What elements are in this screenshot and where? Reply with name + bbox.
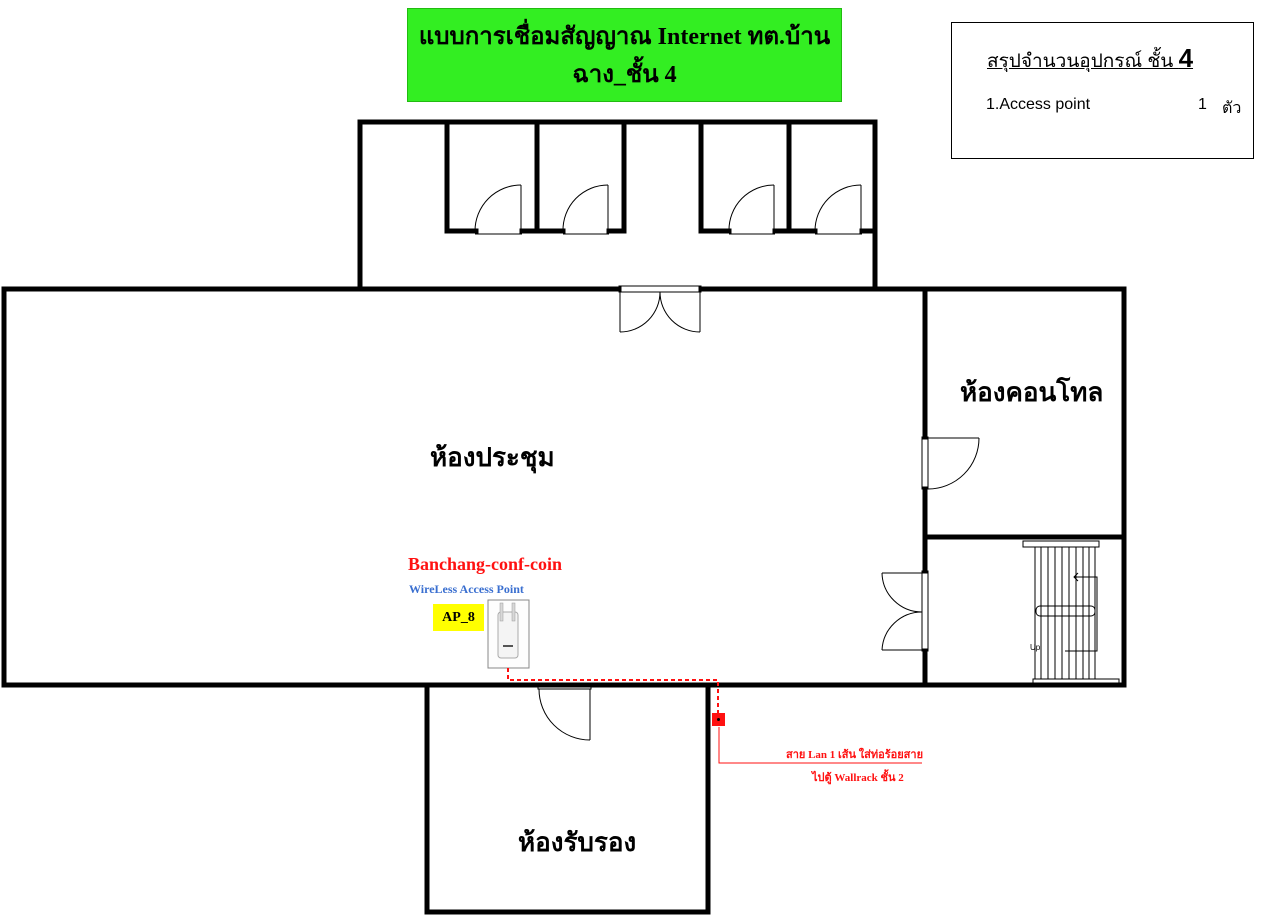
lan-cable-route xyxy=(507,668,719,713)
device-summary-box: สรุปจำนวนอุปกรณ์ ชั้น 4 1.Access point 1… xyxy=(951,22,1254,159)
summary-title-floor: 4 xyxy=(1178,43,1194,73)
room-label-control: ห้องคอนโทล xyxy=(960,378,1104,407)
summary-item-unit: ตัว xyxy=(1222,100,1242,117)
access-point-tag: AP_8 xyxy=(433,604,484,631)
room-label-meeting: ห้องประชุม xyxy=(430,443,555,472)
summary-title-prefix: สรุปจำนวนอุปกรณ์ ชั้น xyxy=(987,51,1179,72)
cable-note-line2: ไปตู้ Wallrack ชั้น 2 xyxy=(812,772,904,784)
room-label-reception: ห้องรับรอง xyxy=(518,828,637,857)
plan-title: แบบการเชื่อมสัญญาณ Internet ทต.บ้าน ฉาง_… xyxy=(407,8,842,102)
access-point-name: Banchang-conf-coin xyxy=(408,554,563,574)
access-point-type: WireLess Access Point xyxy=(409,582,524,596)
stair-up-label: Up xyxy=(1030,643,1041,652)
summary-item-qty: 1 xyxy=(1198,96,1207,113)
summary-item-label: 1.Access point xyxy=(986,96,1091,113)
cable-note-line1: สาย Lan 1 เส้น ใส่ท่อร้อยสาย xyxy=(786,749,924,761)
plan-title-line2: ฉาง_ชั้น 4 xyxy=(572,62,677,88)
plan-title-line1: แบบการเชื่อมสัญญาณ Internet ทต.บ้าน xyxy=(418,24,831,50)
summary-title: สรุปจำนวนอุปกรณ์ ชั้น 4 xyxy=(987,43,1193,76)
